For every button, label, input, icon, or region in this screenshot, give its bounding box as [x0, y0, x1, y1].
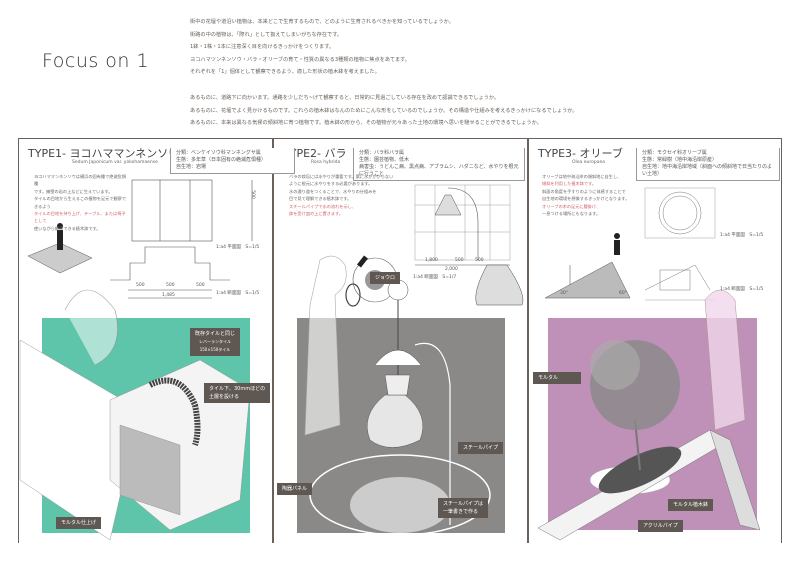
panel-type3: TYPE3- オリーブ Olea europaea 分類：モクセイ科オリーブ属生…	[530, 140, 784, 541]
label-mortar: モルタル	[533, 372, 581, 384]
divider	[272, 138, 274, 543]
intro-line: ヨコハマツンネンソウ・バラ・オリーブの育て・性質の異なる3種類の植物に焦点をあて…	[190, 56, 410, 63]
label-mortar: モルタル仕上げ	[56, 517, 102, 529]
type3-drawings	[544, 187, 716, 301]
description: ヨコハママンネンソウは横浜の固有種で絶滅危惧種です。擁壁の岩の上などに生えていま…	[34, 174, 127, 231]
dim-label: 500	[196, 283, 205, 288]
board-frame	[18, 138, 782, 543]
latin-name: Olea europaea	[572, 160, 606, 165]
label-pipe-note: スチールパイプは一筆書きで作る	[438, 498, 489, 518]
intro-line: それぞれを「1」個体として観察できるよう、適した形状の植木鉢を考えました。	[190, 69, 380, 76]
label-acrylic-pipe: アクリルパイプ	[638, 520, 683, 532]
type-title: TYPE3- オリーブ	[538, 147, 623, 160]
planter-illustration	[537, 289, 761, 541]
latin-name: Sedum Japonicum var. yokohamaense	[72, 160, 158, 165]
intro-line: 1鉢・1株・1本に注意深く目を向けるきっかけをつくります。	[190, 44, 335, 51]
scale-label: 1:a4 断面図 S=1/7	[413, 275, 457, 280]
angle-label: 60°	[619, 291, 627, 296]
dim-label: 500	[249, 190, 255, 199]
planter-illustration	[19, 289, 251, 541]
type-title: TYPE1- ヨコハママンネンソウ	[28, 147, 180, 160]
label-soil: タイル下、30mmほどの土層を設ける	[204, 383, 271, 403]
intro-line: あるものに、本来は異なる気候の傾斜地に育つ植物です。植木鉢の形から、その植物が元…	[190, 120, 542, 127]
divider	[527, 138, 529, 543]
intro-line: あるものに、道路下に向かいます。通路を少しだち~げて観察すると、日常的に見過ごし…	[190, 94, 500, 101]
dim-label: 500	[475, 258, 484, 263]
latin-name: Rosa hybrida	[311, 160, 341, 165]
type-title: TYPE2- バラ	[283, 147, 347, 160]
scale-label: 1:a4 平面図 S=1/5	[720, 233, 764, 238]
intro-text: 街中の花壇や道沿い植物は、本来どこで生育するもので、どのように生育されるべきかを…	[190, 16, 578, 130]
scale-label: 1:a4 断面図 S=1/5	[216, 291, 260, 296]
description: バラの栽培には水やりが重要です。葉に水がかからないように根元に水やりをする必要が…	[289, 174, 394, 217]
label-watering-can: ジョウロ	[370, 272, 401, 284]
dim-label: 2,000	[445, 267, 458, 272]
planter-illustration	[304, 255, 524, 536]
dim-label: 1,485	[162, 293, 175, 298]
intro-line: あるものに、花壇でよく見かけるものです。これらの植木鉢はなんのためにこんな形をし…	[190, 107, 578, 114]
scale-label: 1:a4 平面図 S=1/5	[216, 245, 260, 250]
type1-drawings	[27, 179, 253, 299]
label-ceramic-panel: 陶器パネル	[277, 483, 313, 495]
dim-label: 500	[455, 258, 464, 263]
intro-line: 街路の中の植物は、「際れ」として扱えてしまいがちな存在です。	[190, 31, 343, 38]
dim-label: 500	[166, 283, 175, 288]
label-steel-pipe: スチールパイプ	[458, 442, 504, 454]
info-box: 分類：バラ科バラ属生態：園芸植物、低木病害虫：うどんこ病、黒点病、アブラムシ、ハ…	[353, 148, 525, 181]
intro-line: 街中の花壇や道沿い植物は、本来どこで生育するもので、どのように生育されるべきかを…	[190, 19, 454, 25]
description: オリーブは地中海沿岸の傾斜地に自生し、傾斜を利用した植木鉢です。斜面の角度を手す…	[542, 174, 630, 217]
info-box: 分類：モクセイ科オリーブ属生態：常緑樹（地中海沿岸原産）自生地：地中海沿岸地域（…	[636, 148, 780, 181]
panel-type2: TYPE2- バラ Rosa hybrida 分類：バラ科バラ属生態：園芸植物、…	[275, 140, 529, 540]
label-mortar-pot: モルタル植木鉢	[668, 499, 714, 511]
scale-label: 1:a4 断面図 S=1/5	[720, 287, 764, 292]
page-title: Focus on 1	[42, 50, 150, 72]
dim-label: 1,800	[425, 258, 438, 263]
angle-label: 30°	[560, 291, 568, 296]
info-box: 分類：ベンケイソウ科マンネングサ属生態：多年草（日本固有の絶滅危惧種）自生地：岩…	[170, 148, 295, 174]
panel-type1: TYPE1- ヨコハママンネンソウ Sedum Japonicum var. y…	[19, 140, 295, 541]
dim-label: 500	[136, 283, 145, 288]
